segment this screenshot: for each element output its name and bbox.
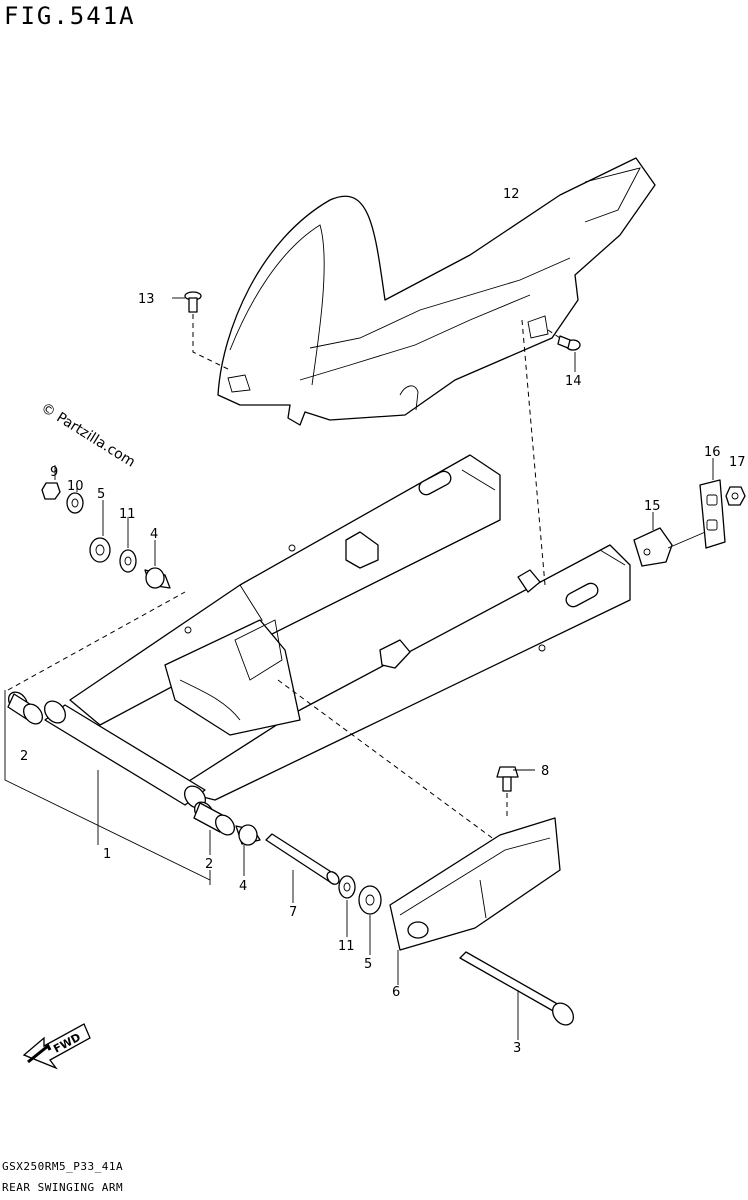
callout-5-right: 5 xyxy=(364,957,372,972)
callout-14: 14 xyxy=(565,374,582,389)
callout-11-right: 11 xyxy=(338,939,355,954)
chain-guide-part[interactable] xyxy=(389,817,561,951)
callout-11-left: 11 xyxy=(119,507,136,522)
chain-case-part[interactable] xyxy=(217,157,656,426)
callout-17: 17 xyxy=(729,455,746,470)
callout-7: 7 xyxy=(289,905,297,920)
callout-5-left: 5 xyxy=(97,487,105,502)
bolt-8[interactable] xyxy=(496,766,519,818)
figure-title: FIG.541A xyxy=(4,2,136,30)
callout-12: 12 xyxy=(503,187,520,202)
bolt-14[interactable] xyxy=(547,329,581,351)
callout-8: 8 xyxy=(541,764,549,779)
callout-13: 13 xyxy=(138,292,155,307)
nut-9[interactable] xyxy=(41,482,61,500)
callout-15: 15 xyxy=(644,499,661,514)
bolt-13[interactable] xyxy=(184,291,231,371)
callout-4-right: 4 xyxy=(239,879,247,894)
swing-arm-part[interactable] xyxy=(40,454,631,812)
washer-5-right[interactable] xyxy=(358,885,382,915)
adjuster-plate-16[interactable] xyxy=(699,479,726,549)
leader-lines xyxy=(54,297,714,1040)
bushing-4-left[interactable] xyxy=(144,567,171,589)
fwd-arrow-icon: FWD xyxy=(22,1023,91,1070)
washer-11-left[interactable] xyxy=(119,549,137,573)
bushing-2-left[interactable] xyxy=(5,688,46,727)
callout-16: 16 xyxy=(704,445,721,460)
bushing-2-right[interactable] xyxy=(191,798,238,838)
bushing-4-right[interactable] xyxy=(235,824,261,846)
figure-code: GSX250RM5_P33_41A xyxy=(2,1160,124,1173)
chain-adjuster-15[interactable] xyxy=(633,527,711,567)
nut-17[interactable] xyxy=(725,486,746,506)
washer-10[interactable] xyxy=(66,492,84,514)
callout-9: 9 xyxy=(50,465,58,480)
figure-name: REAR SWINGING ARM xyxy=(2,1181,124,1194)
callout-1: 1 xyxy=(103,847,111,862)
callout-10: 10 xyxy=(67,479,84,494)
washer-5-left[interactable] xyxy=(89,537,111,563)
callout-6: 6 xyxy=(392,985,400,1000)
callout-2-right: 2 xyxy=(205,857,213,872)
callout-2-left: 2 xyxy=(20,749,28,764)
callout-4-left: 4 xyxy=(150,527,158,542)
spacer-7[interactable] xyxy=(265,833,341,887)
callout-3: 3 xyxy=(513,1041,521,1056)
axle-bolt-3[interactable] xyxy=(459,951,578,1029)
watermark: © Partzilla.com xyxy=(38,400,138,471)
washer-11-right[interactable] xyxy=(338,875,356,899)
